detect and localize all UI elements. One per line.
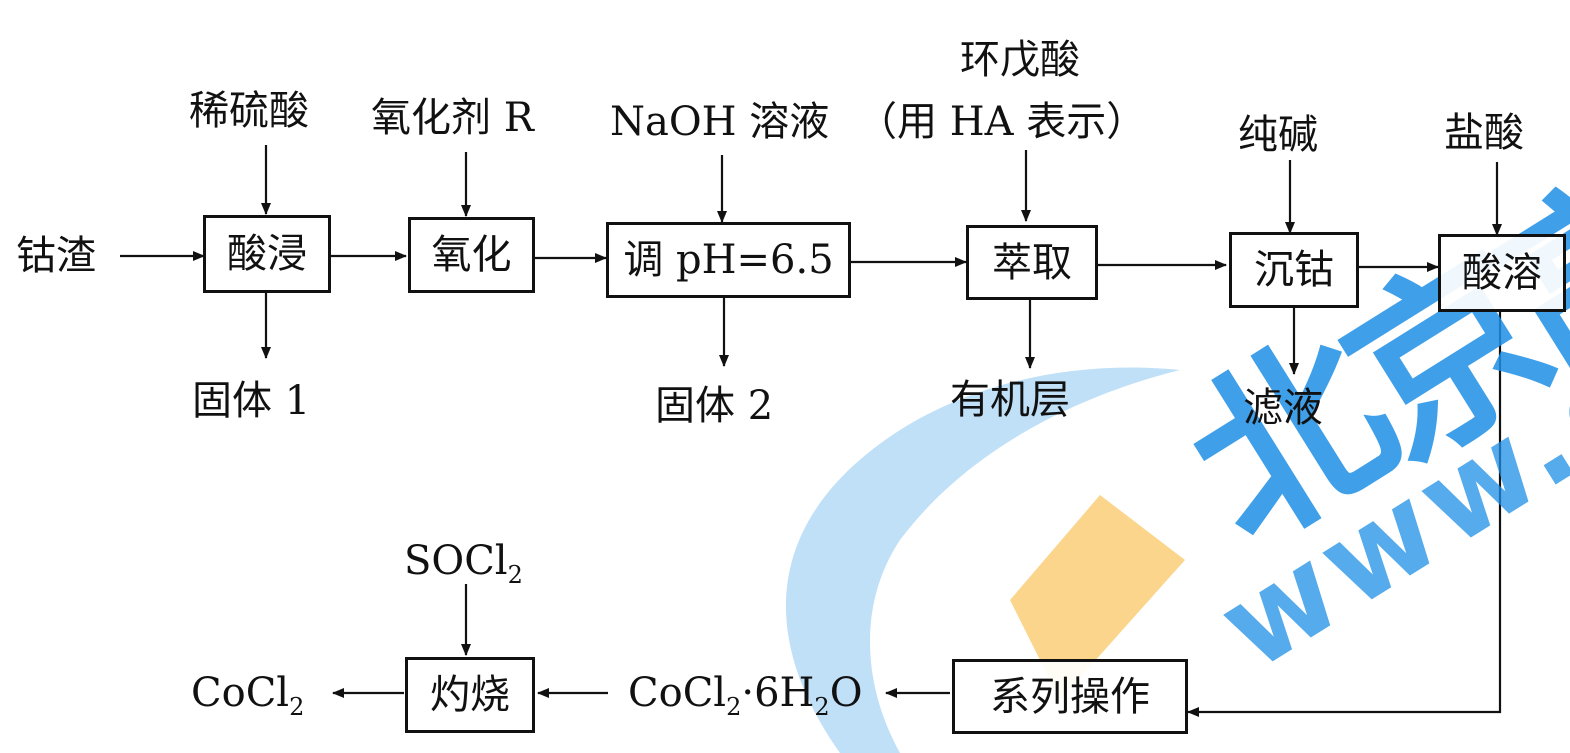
step-roast-label: 灼烧 [430,672,510,718]
watermark-swoosh-blue [785,367,1180,753]
step-extract-label: 萃取 [992,239,1072,286]
step-series-operations: 系列操作 [952,659,1188,734]
byproduct-filtrate: 滤液 [1243,385,1323,431]
intermediate-cocl2-hexahydrate: CoCl2·6H2O [628,670,863,721]
step-precipitate-cobalt-label: 沉钴 [1254,247,1334,293]
watermark-swoosh-orange [1010,495,1185,700]
reagent-oxidant-r: 氧化剂 R [371,95,534,141]
step-acid-leach: 酸浸 [203,215,331,293]
product-cocl2: CoCl2 [191,670,305,721]
step-acid-leach-label: 酸浸 [227,231,307,277]
reagent-naoh-solution: NaOH 溶液 [610,99,830,145]
step-adjust-ph-label: 调 pH=6.5 [623,237,834,283]
step-oxidize-label: 氧化 [431,232,512,278]
step-roast: 灼烧 [405,657,535,733]
reagent-thionyl-chloride: SOCl2 [404,538,523,589]
step-extract: 萃取 [966,225,1098,300]
reagent-cyclopentanoic-acid: 环戊酸 [960,37,1080,83]
reagent-hydrochloric-acid: 盐酸 [1444,110,1524,156]
byproduct-solid-1: 固体 1 [192,378,311,424]
step-adjust-ph: 调 pH=6.5 [606,222,851,298]
step-acid-dissolve-label: 酸溶 [1462,250,1542,296]
step-series-operations-label: 系列操作 [990,673,1150,720]
reagent-soda-ash: 纯碱 [1238,112,1318,158]
label-cobalt-slag: 钴渣 [16,233,96,279]
byproduct-solid-2: 固体 2 [655,383,774,429]
reagent-cyclopentanoic-note: （用 HA 表示） [857,99,1147,145]
byproduct-organic-layer: 有机层 [950,377,1070,423]
step-precipitate-cobalt: 沉钴 [1229,232,1359,308]
reagent-dilute-sulfuric-acid: 稀硫酸 [189,88,309,134]
connectors [120,145,1502,717]
step-oxidize: 氧化 [408,217,535,293]
step-acid-dissolve: 酸溶 [1438,234,1566,312]
